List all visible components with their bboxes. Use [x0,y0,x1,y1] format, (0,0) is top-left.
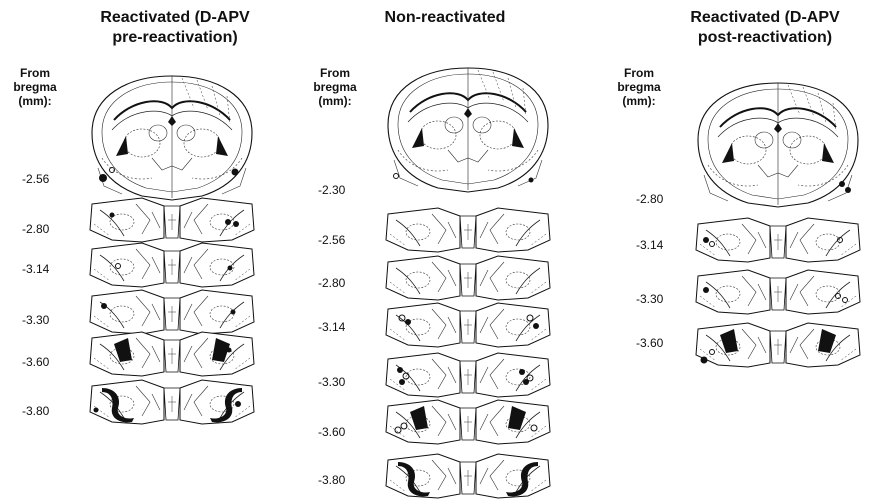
column-2-level-label: -3.60 [318,425,346,439]
brain-section-strip [385,352,551,398]
column-2-level-label: -3.14 [318,320,346,334]
mm-word: (mm): [622,94,656,108]
brain-section-strip [386,400,550,444]
column-3-sections [695,82,861,367]
column-3-title-line2: post-reactivation) [697,29,833,46]
brain-section-strip [385,207,551,253]
column-2-title: Non-reactivated [360,8,530,28]
from-word: From [624,66,654,80]
brain-section-strip [90,332,254,376]
brain-section-full [91,75,253,201]
column-3-from-bregma-label: From bregma (mm): [614,66,664,108]
column-1-from-bregma-label: From bregma (mm): [10,66,60,108]
cannula-placement-markers [93,167,241,413]
from-word: From [20,66,50,80]
column-1-level-label: -2.56 [22,172,50,186]
column-3-level-label: -3.14 [636,238,664,252]
brain-section-strip [385,302,551,348]
brain-section-strip [89,242,255,288]
column-2-level-label: -2.56 [318,233,346,247]
column-1-level-label: -3.30 [22,313,50,327]
column-1-level-label: -3.80 [22,404,50,418]
brain-section-strip [695,269,861,315]
column-2-from-bregma-label: From bregma (mm): [310,66,360,108]
mm-word: (mm): [18,94,52,108]
brain-section-strip [695,217,861,263]
brain-section-strip [696,323,860,367]
cannula-placement-markers [700,181,851,364]
column-1-title: Reactivated (D-APV pre-reactivation) [60,8,290,48]
column-1-level-label: -3.14 [22,262,50,276]
column-2-level-label: -2.80 [318,276,346,290]
column-3-level-label: -3.60 [636,336,664,350]
brain-section-strip [386,454,550,498]
brain-section-strip [385,255,551,301]
from-word: From [320,66,350,80]
column-1-level-label: -3.60 [22,355,50,369]
column-3-title: Reactivated (D-APV post-reactivation) [650,8,880,48]
column-3-level-label: -2.80 [636,192,664,206]
bregma-word: bregma [13,80,57,94]
column-3-title-line1: Reactivated (D-APV [690,9,840,26]
brain-section-full [697,82,859,208]
column-1-title-line1: Reactivated (D-APV [100,9,250,26]
column-1-level-label: -2.80 [22,222,50,236]
brain-section-strip [90,380,254,424]
cannula-placement-markers [393,173,539,434]
column-1-sections [89,75,255,424]
column-2-title-line1: Non-reactivated [384,9,506,26]
mm-word: (mm): [318,94,352,108]
brain-section-full [387,67,549,193]
column-2-level-label: -3.80 [318,473,346,487]
brain-section-strip [89,289,255,335]
column-3-level-label: -3.30 [636,292,664,306]
column-2-level-label: -2.30 [318,183,346,197]
column-2-level-label: -3.30 [318,375,346,389]
column-2-sections [385,67,551,498]
column-1-title-line2: pre-reactivation) [112,29,238,46]
bregma-word: bregma [313,80,357,94]
bregma-word: bregma [617,80,661,94]
